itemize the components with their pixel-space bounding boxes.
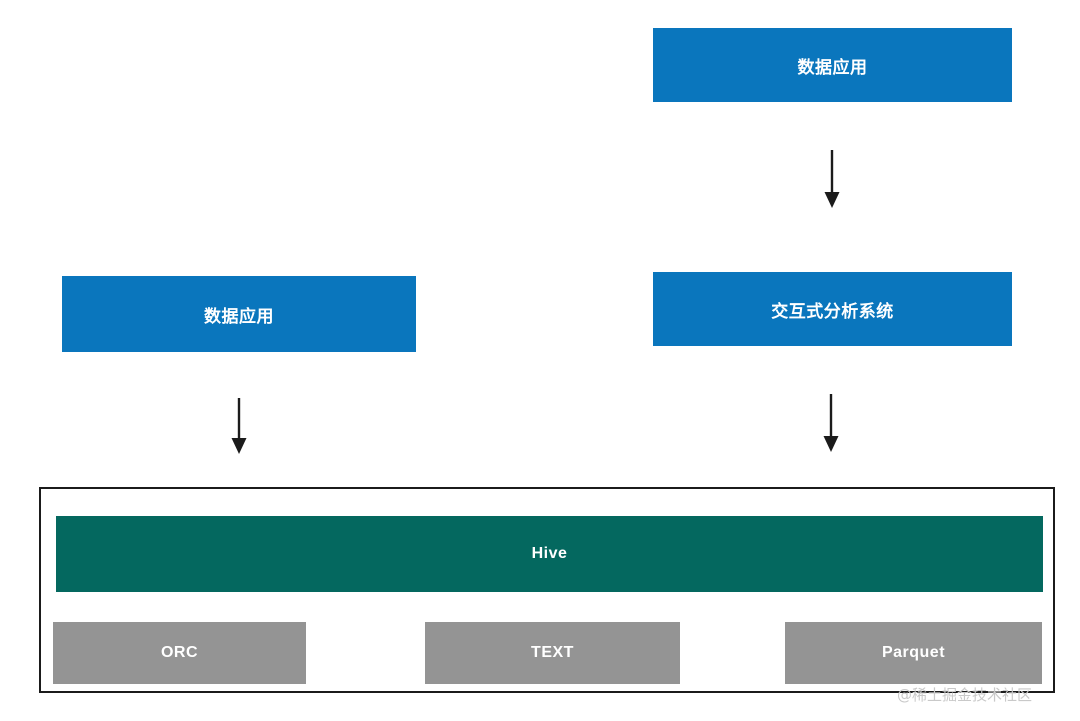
node-label: 数据应用 <box>797 57 868 77</box>
node-label: TEXT <box>531 644 574 661</box>
arrow-down-interactive-to-storage <box>813 394 849 454</box>
node-orc[interactable]: ORC <box>53 622 306 684</box>
node-label: ORC <box>160 644 199 661</box>
node-label: 数据应用 <box>204 306 274 326</box>
node-label: 交互式分析系统 <box>771 301 894 321</box>
node-data-application-top[interactable]: 数据应用 <box>653 28 1012 102</box>
node-text-format[interactable]: TEXT <box>425 622 680 684</box>
arrow-down-left-app-to-storage <box>221 398 257 458</box>
arrow-down-app-to-interactive <box>814 150 850 210</box>
node-data-application-left[interactable]: 数据应用 <box>62 276 416 352</box>
node-label: Hive <box>531 545 568 562</box>
node-label: Parquet <box>881 644 946 661</box>
node-hive[interactable]: Hive <box>56 516 1043 592</box>
watermark: @稀土掘金技术社区 <box>897 686 1033 704</box>
node-parquet[interactable]: Parquet <box>785 622 1042 684</box>
node-interactive-analysis-system[interactable]: 交互式分析系统 <box>653 272 1012 346</box>
